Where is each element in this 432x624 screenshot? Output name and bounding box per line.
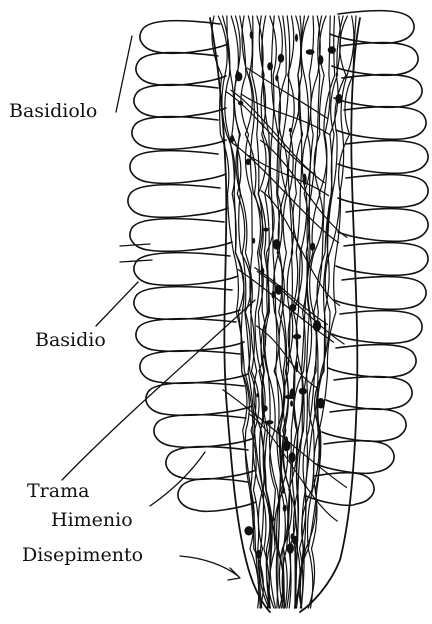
trama-speck xyxy=(262,405,268,411)
hymenium-cell xyxy=(130,151,226,184)
hymenium-cell xyxy=(322,409,406,442)
trama-speck xyxy=(287,543,294,554)
hymenium-cell xyxy=(336,243,428,276)
hymenium-cell xyxy=(334,277,426,310)
trama-speck xyxy=(289,452,296,463)
leader-basidio-3 xyxy=(96,282,138,326)
trama-speck xyxy=(273,239,281,250)
leader-basidiolo xyxy=(116,36,132,112)
hymenium-cell xyxy=(128,185,228,218)
trama-speck xyxy=(238,101,243,105)
trama-speck xyxy=(236,70,239,79)
trama-speck xyxy=(313,320,321,331)
trama-speck xyxy=(283,505,287,512)
trama-speck xyxy=(299,388,307,395)
hymenium-cell xyxy=(328,345,416,378)
label-basidiolo: Basidiolo xyxy=(9,102,97,121)
trama-speck xyxy=(310,243,315,251)
hymenium-cell xyxy=(130,219,232,252)
hymenium-cell xyxy=(134,253,238,286)
hymenium-cell xyxy=(136,319,244,352)
trama-speck xyxy=(290,388,295,399)
trama-speck xyxy=(261,268,265,275)
leader-disepimento xyxy=(180,556,238,576)
trama-speck xyxy=(230,135,234,143)
trama-speck xyxy=(328,46,336,54)
trama-speck xyxy=(267,62,273,70)
trama-speck xyxy=(318,55,323,65)
trama-speck xyxy=(256,550,262,559)
trama-speck xyxy=(278,54,284,63)
trama-speck xyxy=(306,49,315,55)
trama-speck xyxy=(265,420,273,424)
trama-speck xyxy=(290,304,297,312)
hymenium-cell xyxy=(338,209,428,242)
trama-speck xyxy=(270,517,275,521)
hymenium-cell xyxy=(134,85,226,118)
trama-speck xyxy=(252,238,255,244)
label-trama: Trama xyxy=(27,482,89,501)
trama-speck xyxy=(289,128,293,132)
hypha-strand xyxy=(260,140,347,237)
trama-speck xyxy=(292,536,298,545)
trama-speck xyxy=(295,34,298,42)
trama-speck xyxy=(335,94,342,104)
trama-speck xyxy=(293,334,301,339)
hymenium-cell xyxy=(332,311,422,344)
trama-speck xyxy=(263,228,268,232)
trama-speck xyxy=(275,285,283,295)
hymenium-cell xyxy=(332,43,418,76)
trama-speck xyxy=(246,159,251,166)
label-imenio: Himenio xyxy=(51,511,133,530)
hymenium-cell xyxy=(326,377,412,410)
trama-speck xyxy=(317,398,325,409)
label-basidio: Basidio xyxy=(35,331,106,350)
trama-speck xyxy=(271,291,275,299)
hymenium-cell xyxy=(178,479,256,512)
trama-speck xyxy=(256,393,259,397)
hymenium-cell xyxy=(154,415,254,448)
trama-speck xyxy=(244,526,253,535)
trama-speck xyxy=(303,174,307,186)
hymenium-cell xyxy=(132,117,226,150)
trama-speck xyxy=(282,487,285,494)
hymenium-cell xyxy=(136,53,226,86)
label-disepimento: Disepimento xyxy=(22,546,143,565)
trama-speck xyxy=(290,400,293,406)
trama-speck xyxy=(275,75,278,81)
hymenium-cell xyxy=(166,447,256,480)
hymenium-right xyxy=(306,11,428,506)
trama-speck xyxy=(295,361,298,373)
trama-speck xyxy=(250,31,253,39)
trama-speck xyxy=(283,441,291,452)
